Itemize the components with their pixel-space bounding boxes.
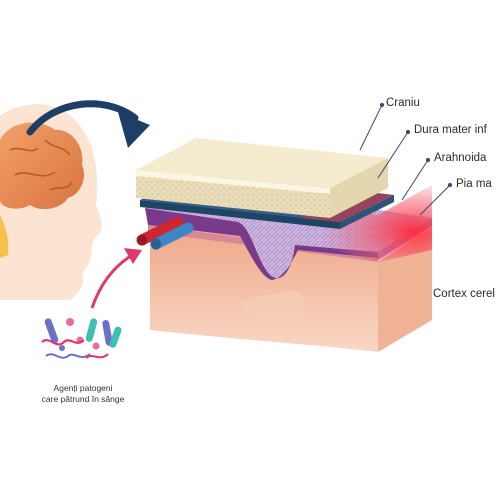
meninges-block: [136, 138, 432, 352]
label-pia-mater: Pia ma: [456, 178, 492, 190]
leader-lines: [359, 102, 453, 216]
caption-line-2: care pătrund în sânge: [41, 394, 125, 404]
zoom-arrow-icon: [26, 100, 150, 148]
leader-line-arahnoida: [401, 159, 429, 201]
pathogen-entry-arrow-icon: [90, 248, 142, 309]
leader-line-pia: [419, 184, 451, 216]
label-dura-mater: Dura mater inf: [414, 124, 487, 136]
label-arahnoida: Arahnoida: [434, 152, 487, 164]
pathogens-icon: [41, 318, 122, 359]
leader-line-dura: [377, 131, 409, 179]
caption-line-1: Agenți patogeni: [53, 383, 113, 393]
label-cortex: Cortex cerel: [433, 288, 495, 300]
pathogens-caption: Agenți patogeni care pătrund în sânge: [28, 383, 138, 405]
blood-vessel-icon: [136, 216, 194, 250]
leader-line-craniu: [359, 104, 383, 151]
label-craniu: Craniu: [386, 97, 420, 109]
brain-icon: [0, 122, 85, 258]
